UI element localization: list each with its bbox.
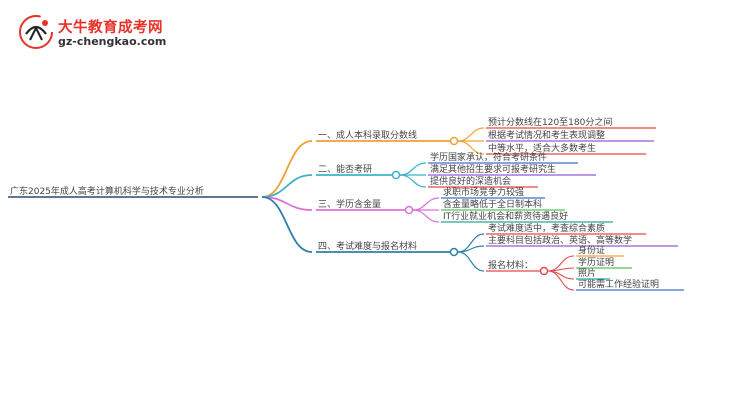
edge-branch-3-leaf-1 bbox=[412, 197, 440, 211]
branch-4-sub-label: 报名材料： bbox=[488, 259, 533, 271]
branch-2-leaf-2: 满足其他招生要求可报考研究生 bbox=[430, 163, 556, 175]
branch-1-leaf-1: 预计分数线在120至180分之间 bbox=[488, 116, 612, 128]
site-logo[interactable]: 大牛教育成考网 gz-chengkao.com bbox=[18, 14, 208, 54]
edge-branch-1-leaf-3 bbox=[457, 140, 485, 155]
edge-branch-2-leaf-3 bbox=[399, 174, 427, 188]
brand-domain: gz-chengkao.com bbox=[58, 35, 167, 48]
edge-root-branch-2 bbox=[261, 174, 313, 198]
branch-3-leaf-3: IT行业就业机会和薪资待遇良好 bbox=[443, 210, 568, 222]
sub-leaf-4: 可能需工作经验证明 bbox=[578, 278, 659, 290]
branch-2-toggle[interactable] bbox=[391, 170, 401, 180]
edge-root-branch-4 bbox=[261, 196, 313, 253]
branch-3-leaf-2: 含金量略低于全日制本科 bbox=[443, 198, 542, 210]
branch-3-leaf-1: 求职市场竞争力较强 bbox=[443, 186, 524, 198]
edge-sub-leaf-2 bbox=[547, 267, 575, 272]
brand-title: 大牛教育成考网 bbox=[58, 20, 163, 36]
branch-1-toggle[interactable] bbox=[449, 136, 459, 146]
branch-4-sub-toggle[interactable] bbox=[539, 266, 549, 276]
branch-3-label: 三、学历含金量 bbox=[318, 198, 381, 210]
mind-map-edges bbox=[8, 127, 684, 291]
branch-2-leaf-1: 学历国家承认，符合考研条件 bbox=[430, 151, 547, 163]
edge-sub-leaf-1 bbox=[547, 255, 575, 272]
branch-4-leaf-1: 考试难度适中，考查综合素质 bbox=[488, 222, 605, 234]
branch-1-leaf-3: 中等水平，适合大多数考生 bbox=[488, 142, 596, 154]
branch-4-toggle[interactable] bbox=[449, 247, 459, 257]
edge-branch-1-leaf-1 bbox=[457, 127, 485, 142]
edge-sub-leaf-4 bbox=[547, 270, 575, 291]
edge-branch-4-sub bbox=[457, 251, 485, 272]
branch-1-leaf-2: 根据考试情况和考生表现调整 bbox=[488, 129, 605, 141]
branch-4-leaf-2: 主要科目包括政治、英语、高等数学 bbox=[488, 234, 632, 246]
sub-leaf-2: 学历证明 bbox=[578, 256, 614, 268]
sub-leaf-1: 身份证 bbox=[578, 244, 605, 256]
edge-root-branch-1 bbox=[261, 140, 313, 198]
root-topic: 广东2025年成人高考计算机科学与技术专业分析 bbox=[10, 185, 204, 197]
branch-1-label: 一、成人本科录取分数线 bbox=[318, 129, 417, 141]
edge-branch-2-leaf-1 bbox=[399, 162, 427, 176]
sub-leaf-3: 照片 bbox=[578, 267, 596, 279]
mind-map-nodes: 广东2025年成人高考计算机科学与技术专业分析 一、成人本科录取分数线 预计分数线在… bbox=[10, 116, 659, 290]
branch-4-label: 四、考试难度与报名材料 bbox=[318, 240, 417, 252]
bull-logo-icon bbox=[19, 15, 53, 49]
edge-branch-3-leaf-3 bbox=[412, 209, 440, 223]
branch-2-label: 二、能否考研 bbox=[318, 163, 372, 175]
branch-3-toggle[interactable] bbox=[404, 205, 414, 215]
branch-2-leaf-3: 提供良好的深造机会 bbox=[430, 175, 511, 187]
